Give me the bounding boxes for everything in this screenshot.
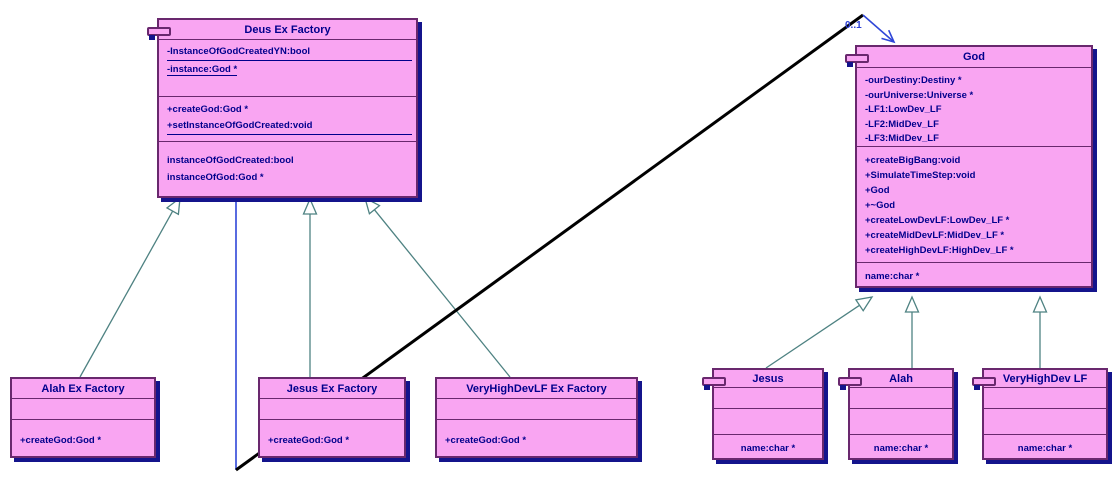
operation: +God xyxy=(865,185,890,196)
class-tab-icon xyxy=(972,377,996,390)
attribute: -instance:God * xyxy=(167,64,238,76)
class-jesus[interactable]: Jesus name:char * xyxy=(702,368,824,460)
property: instanceOfGodCreated:bool xyxy=(167,155,294,166)
property: instanceOfGod:God * xyxy=(167,172,264,183)
attributes-compartment xyxy=(260,399,404,420)
class-tab-icon xyxy=(702,377,726,390)
operation: +~God xyxy=(865,200,896,211)
operation: +createGod:God * xyxy=(20,434,102,446)
operation: +createGod:God * xyxy=(167,104,249,115)
class-veryhighdev-lf[interactable]: VeryHighDev LF name:char * xyxy=(972,368,1108,460)
class-tab-icon xyxy=(147,27,171,40)
class-title: VeryHighDevLF Ex Factory xyxy=(437,379,636,399)
operations-compartment: +createGod:God * +setInstanceOfGodCreate… xyxy=(159,97,416,142)
operation: +SimulateTimeStep:void xyxy=(865,170,976,181)
class-title: Alah Ex Factory xyxy=(12,379,154,399)
class-god[interactable]: God -ourDestiny:Destiny * -ourUniverse:U… xyxy=(845,45,1093,288)
operations-compartment xyxy=(714,409,822,435)
generalization-alah-to-god xyxy=(904,295,920,368)
operation: +createGod:God * xyxy=(445,434,527,446)
operations-compartment: +createGod:God * xyxy=(437,420,636,456)
attributes-compartment xyxy=(984,388,1106,409)
class-title: VeryHighDev LF xyxy=(984,370,1106,388)
operation: +setInstanceOfGodCreated:void xyxy=(167,118,412,135)
attributes-compartment xyxy=(850,388,952,409)
attribute: -LF1:LowDev_LF xyxy=(865,104,942,115)
properties-compartment: name:char * xyxy=(857,263,1091,286)
generalization-jesus-to-god xyxy=(765,296,874,369)
attributes-compartment xyxy=(437,399,636,420)
property: name:char * xyxy=(740,443,796,454)
class-title: Jesus xyxy=(714,370,822,388)
association-arrow-icon xyxy=(881,29,896,44)
operation: +createLowDevLF:LowDev_LF * xyxy=(865,215,1010,226)
class-veryhighdevlf-ex-factory[interactable]: VeryHighDevLF Ex Factory +createGod:God … xyxy=(435,377,638,458)
attributes-compartment: -ourDestiny:Destiny * -ourUniverse:Unive… xyxy=(857,68,1091,147)
attribute: -InstanceOfGodCreatedYN:bool xyxy=(167,44,412,61)
attributes-compartment xyxy=(714,388,822,409)
operation: +createBigBang:void xyxy=(865,155,961,166)
attributes-compartment: -InstanceOfGodCreatedYN:bool -instance:G… xyxy=(159,40,416,97)
property: name:char * xyxy=(865,271,920,282)
operations-compartment: +createGod:God * xyxy=(260,420,404,456)
generalization-vhdef-to-deus xyxy=(363,196,511,378)
class-title: Deus Ex Factory xyxy=(159,20,416,40)
generalization-alahef-to-deus xyxy=(79,196,181,378)
operations-compartment: +createGod:God * xyxy=(12,420,154,456)
attribute: -LF3:MidDev_LF xyxy=(865,133,939,144)
class-deus-ex-factory[interactable]: Deus Ex Factory -InstanceOfGodCreatedYN:… xyxy=(147,18,418,198)
operation: +createMidDevLF:MidDev_LF * xyxy=(865,230,1005,241)
class-alah[interactable]: Alah name:char * xyxy=(838,368,954,460)
operations-compartment: +createBigBang:void +SimulateTimeStep:vo… xyxy=(857,147,1091,263)
operations-compartment xyxy=(984,409,1106,435)
association-multiplicity-label: 0..1 xyxy=(845,20,862,31)
class-alah-ex-factory[interactable]: Alah Ex Factory +createGod:God * xyxy=(10,377,156,458)
generalization-vhd-to-god xyxy=(1032,295,1048,368)
properties-compartment: name:char * xyxy=(850,435,952,458)
class-title: Jesus Ex Factory xyxy=(260,379,404,399)
attribute: -ourUniverse:Universe * xyxy=(865,89,974,101)
operation: +createGod:God * xyxy=(268,434,350,446)
property: name:char * xyxy=(1017,443,1073,454)
properties-compartment: instanceOfGodCreated:bool instanceOfGod:… xyxy=(159,142,416,196)
attribute: -ourDestiny:Destiny * xyxy=(865,75,962,86)
generalization-jesusef-to-deus xyxy=(302,197,318,377)
class-title: God xyxy=(857,47,1091,68)
attributes-compartment xyxy=(12,399,154,420)
class-jesus-ex-factory[interactable]: Jesus Ex Factory +createGod:God * xyxy=(258,377,406,458)
properties-compartment: name:char * xyxy=(714,435,822,458)
class-tab-icon xyxy=(845,54,869,67)
attribute: -LF2:MidDev_LF xyxy=(865,118,939,130)
property: name:char * xyxy=(873,443,929,454)
properties-compartment: name:char * xyxy=(984,435,1106,458)
operations-compartment xyxy=(850,409,952,435)
class-tab-icon xyxy=(838,377,862,390)
operation: +createHighDevLF:HighDev_LF * xyxy=(865,245,1014,256)
class-title: Alah xyxy=(850,370,952,388)
